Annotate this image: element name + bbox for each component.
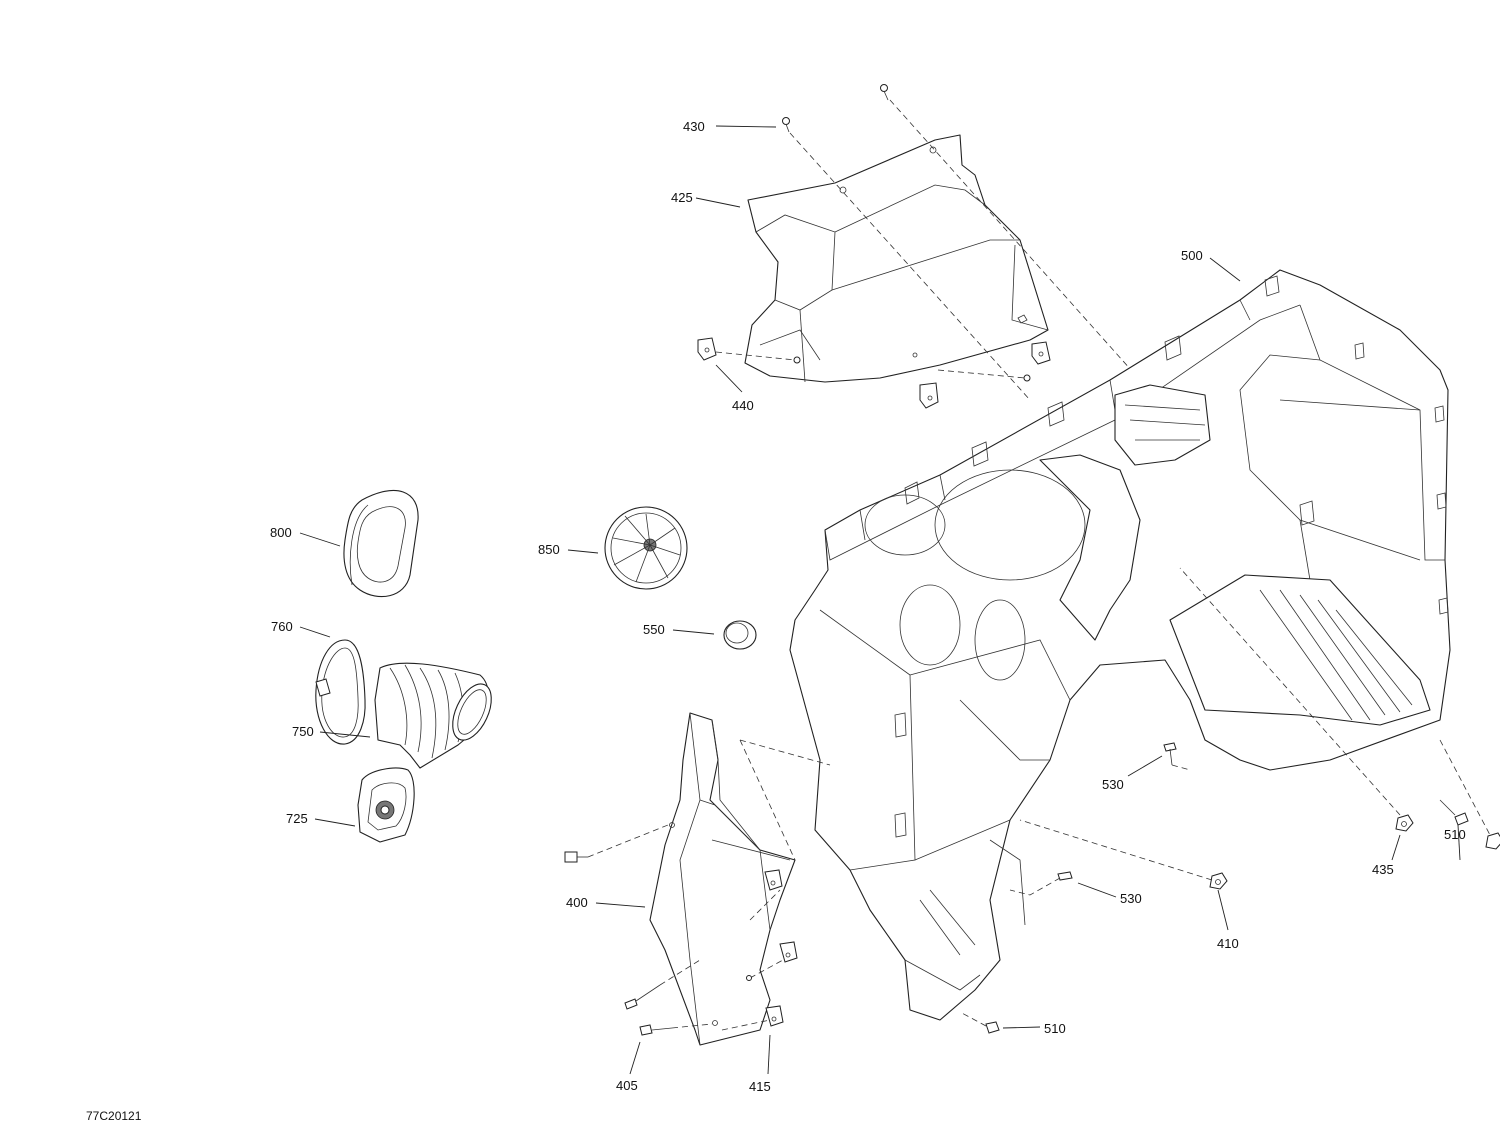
callout-435: 435 xyxy=(1372,862,1394,877)
assembly-line-screw-top xyxy=(587,824,669,858)
assembly-line-530a xyxy=(1171,764,1191,771)
part-850-vent-cover[interactable] xyxy=(604,506,688,590)
screw-530-upper[interactable] xyxy=(1163,742,1177,766)
callout-530-upper: 530 xyxy=(1102,777,1124,792)
part-425-upper-panel[interactable] xyxy=(744,134,1049,383)
nut-435[interactable] xyxy=(1395,814,1414,832)
part-550-plug[interactable] xyxy=(723,620,757,650)
callout-510-bottom: 510 xyxy=(1044,1021,1066,1036)
callout-850: 850 xyxy=(538,542,560,557)
assembly-line-440b xyxy=(937,369,1026,379)
screw-530-lower[interactable] xyxy=(1057,871,1073,881)
part-750-rubber-boot[interactable] xyxy=(374,662,499,769)
callout-550: 550 xyxy=(643,622,665,637)
callout-800: 800 xyxy=(270,525,292,540)
clip-415-b[interactable] xyxy=(779,941,798,963)
callout-405: 405 xyxy=(616,1078,638,1093)
callout-440: 440 xyxy=(732,398,754,413)
screw-430-upper[interactable] xyxy=(880,84,889,101)
part-760-clamp[interactable] xyxy=(315,639,366,745)
assembly-line-410 xyxy=(1019,819,1213,881)
assembly-line-400b xyxy=(739,739,831,766)
callout-500: 500 xyxy=(1181,248,1203,263)
assembly-line-405a xyxy=(659,959,701,986)
callout-425: 425 xyxy=(671,190,693,205)
callout-750: 750 xyxy=(292,724,314,739)
assembly-line-430-upper xyxy=(889,99,1141,381)
clip-440-mid[interactable] xyxy=(919,382,939,409)
callout-410: 410 xyxy=(1217,936,1239,951)
part-500-main-housing[interactable] xyxy=(789,269,1451,1021)
screw-430[interactable] xyxy=(782,117,790,133)
assembly-line-510-bottom xyxy=(959,1011,987,1027)
fastener-hole xyxy=(793,356,801,364)
part-800-seal-ring[interactable] xyxy=(343,490,419,598)
part-725-grommet[interactable] xyxy=(357,767,415,843)
fastener-hole xyxy=(746,975,752,981)
assembly-line-435 xyxy=(1179,567,1401,816)
assembly-line-530b xyxy=(1009,877,1061,896)
clip-440-left[interactable] xyxy=(697,337,717,361)
nut-410[interactable] xyxy=(1209,872,1228,890)
callout-430: 430 xyxy=(683,119,705,134)
assembly-line-440a xyxy=(715,351,796,361)
clip-415-a[interactable] xyxy=(764,869,783,891)
screw-405-b[interactable] xyxy=(639,1024,673,1036)
screw-405-a[interactable] xyxy=(624,984,661,1010)
nut-510-right[interactable] xyxy=(1485,832,1500,850)
leader-lines xyxy=(299,125,1461,1075)
screw-400-top[interactable] xyxy=(564,851,588,863)
callout-760: 760 xyxy=(271,619,293,634)
diagram-code: 77C20121 xyxy=(86,1109,142,1123)
clip-440-right[interactable] xyxy=(1031,341,1051,365)
fastener-hole xyxy=(1023,374,1031,382)
callout-400: 400 xyxy=(566,895,588,910)
assembly-line-415c xyxy=(721,1019,771,1031)
assembly-line-405b xyxy=(671,1023,713,1029)
assembly-line-415a xyxy=(749,889,781,921)
part-400-side-deflector[interactable] xyxy=(649,712,796,1046)
screw-510-bottom[interactable] xyxy=(985,1021,1000,1034)
assembly-line-415b xyxy=(749,959,784,979)
callout-725: 725 xyxy=(286,811,308,826)
assembly-line-510-right xyxy=(1439,739,1491,836)
assembly-line-400a xyxy=(739,739,796,861)
clip-415-c[interactable] xyxy=(765,1005,784,1027)
callout-415: 415 xyxy=(749,1079,771,1094)
screw-510-right[interactable] xyxy=(1439,799,1469,826)
callout-530-lower: 530 xyxy=(1120,891,1142,906)
callout-510-right: 510 xyxy=(1444,827,1466,842)
